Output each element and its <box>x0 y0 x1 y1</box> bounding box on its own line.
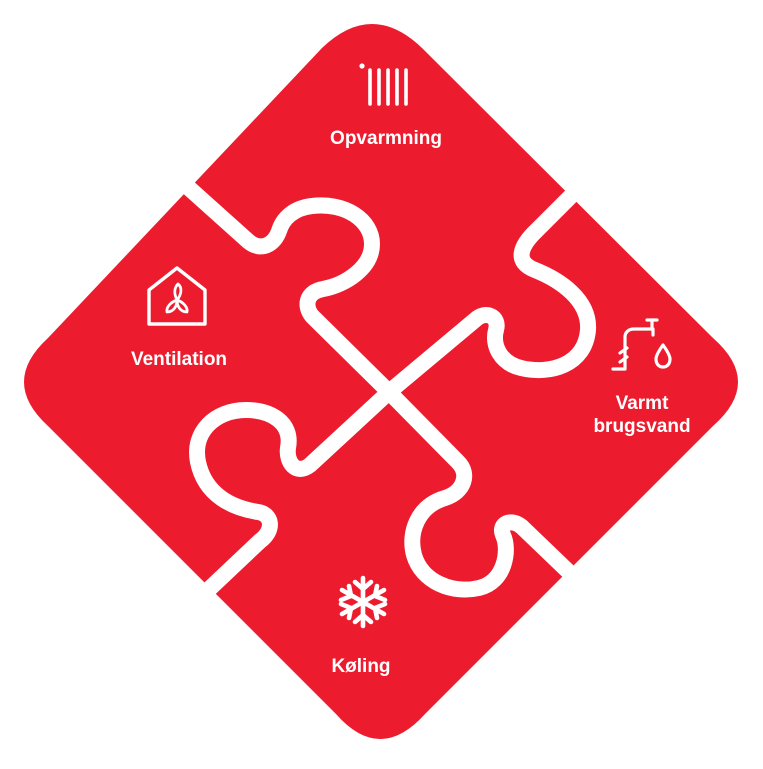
label-varmt-text: Varmt <box>615 393 669 414</box>
snowflake-icon <box>338 575 388 629</box>
label-opvarmning: Opvarmning <box>330 127 442 150</box>
seam-bottom-right <box>381 384 606 608</box>
label-opvarmning-text: Opvarmning <box>330 128 442 149</box>
tap-water-drop-icon <box>611 318 672 371</box>
seam-top-right <box>381 178 597 400</box>
label-koling: Køling <box>331 655 390 678</box>
puzzle-seams <box>172 172 606 618</box>
label-koling-text: Køling <box>331 656 391 677</box>
house-fan-icon <box>147 266 207 326</box>
label-varmt-brugsvand: Varmt brugsvand <box>593 392 690 438</box>
seam-top-left <box>172 172 397 400</box>
radiator-icon <box>359 63 408 106</box>
label-ventilation-text: Ventilation <box>130 349 228 370</box>
label-brugsvand-text: brugsvand <box>593 416 691 437</box>
seam-bottom-left <box>179 384 397 618</box>
label-ventilation: Ventilation <box>131 348 227 371</box>
